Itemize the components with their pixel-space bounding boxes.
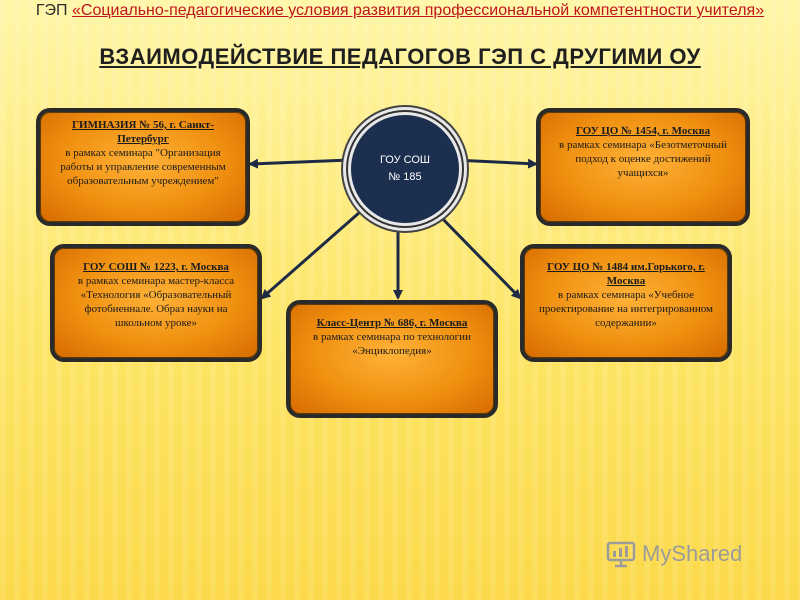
node-body: в рамках семинара «Учебное проектировани… [539,289,713,329]
node-co1484: ГОУ ЦО № 1484 им.Горького, г. Москва в р… [520,244,732,362]
node-title: ГОУ ЦО № 1454, г. Москва [575,125,711,137]
watermark: MyShared [606,534,776,574]
node-body: в рамках семинара «Безотметочный подход … [559,139,727,179]
header-subtitle: ГЭП «Социально-педагогические условия ра… [0,0,800,22]
center-line2: № 185 [388,171,422,183]
header-prefix: ГЭП [35,2,72,19]
presentation-icon [606,541,636,568]
node-title: ГОУ ЦО № 1484 им.Горького, г. Москва [547,261,705,287]
node-title: ГИМНАЗИЯ № 56, г. Санкт-Петербург [72,119,214,145]
node-klass686: Класс-Центр № 686, г. Москва в рамках се… [286,300,498,418]
center-node: ГОУ СОШ № 185 [348,112,462,226]
node-body: в рамках семинара по технологии «Энцикло… [313,331,471,357]
node-title: Класс-Центр № 686, г. Москва [316,317,468,329]
arrow-to-gymnasium56 [248,158,351,169]
watermark-text: MyShared [642,541,743,566]
node-co1454: ГОУ ЦО № 1454, г. Москва в рамках семина… [536,108,750,226]
node-body: в рамках семинара "Организация работы и … [60,147,226,187]
node-body: в рамках семинара мастер-класса «Техноло… [77,275,235,329]
arrow-to-co1454 [453,158,538,169]
arrow-to-sosh1223 [260,210,361,300]
node-sosh1223: ГОУ СОШ № 1223, г. Москва в рамках семин… [50,244,262,362]
arrow-to-co1484 [434,210,522,300]
center-line1: ГОУ СОШ [379,154,431,166]
header-link[interactable]: «Социально-педагогические условия развит… [72,2,765,19]
node-gymnasium56: ГИМНАЗИЯ № 56, г. Санкт-Петербург в рамк… [36,108,250,226]
node-title: ГОУ СОШ № 1223, г. Москва [83,261,229,273]
page-title: ВЗАИМОДЕЙСТВИЕ ПЕДАГОГОВ ГЭП С ДРУГИМИ О… [99,44,701,69]
